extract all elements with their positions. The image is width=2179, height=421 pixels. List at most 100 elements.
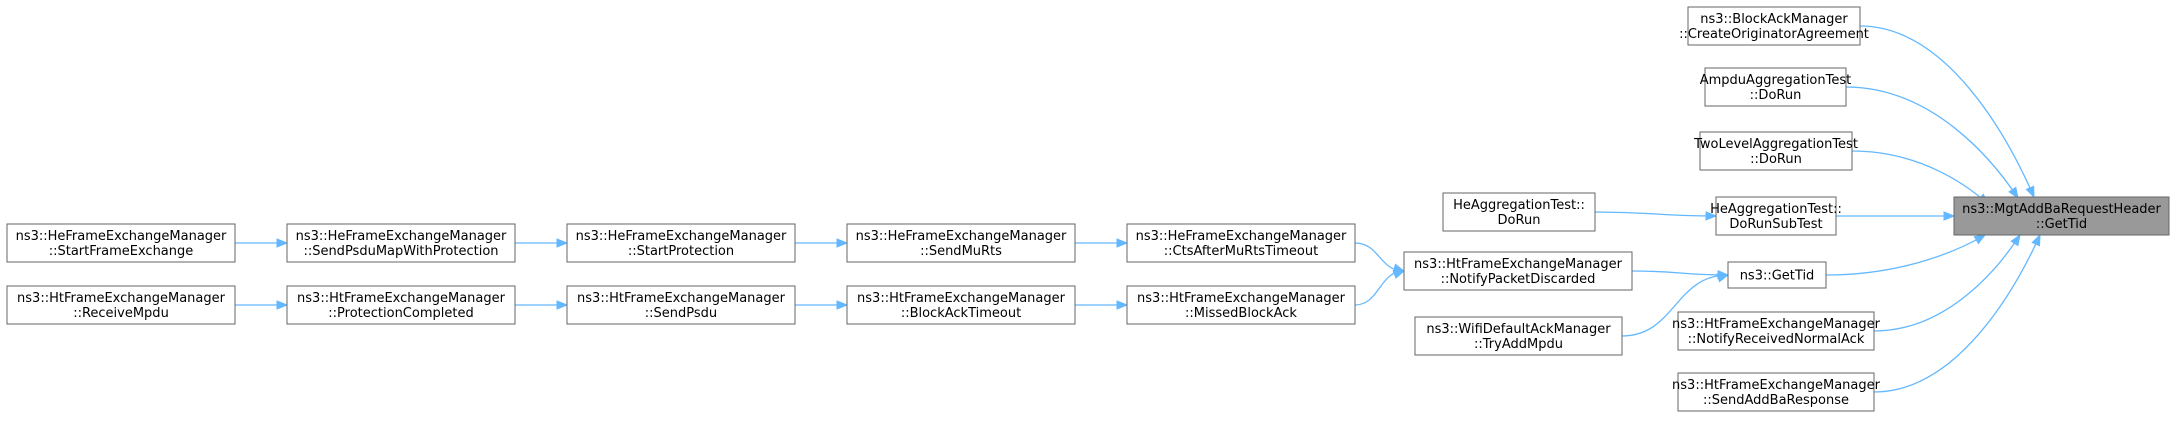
node-label-line: ::NotifyReceivedNormalAck bbox=[1688, 332, 1865, 347]
node-label-line: ::ReceiveMpdu bbox=[73, 306, 169, 321]
node-label-line: ns3::HeFrameExchangeManager bbox=[16, 229, 227, 244]
edges-layer bbox=[235, 25, 2041, 393]
node-label-line: ns3::HeFrameExchangeManager bbox=[296, 229, 507, 244]
node-he-do-run-sub-test[interactable]: HeAggregationTest::DoRunSubTest bbox=[1710, 196, 1842, 236]
node-label-line: ns3::HtFrameExchangeManager bbox=[857, 291, 1066, 306]
edge-arrowhead bbox=[556, 300, 569, 310]
edge-line bbox=[1873, 234, 2041, 393]
edge-notify-packet-discarded-to-get-tid bbox=[1631, 270, 1730, 280]
node-box bbox=[1677, 311, 1875, 351]
node-start-frame-exchange[interactable]: ns3::HeFrameExchangeManager::StartFrameE… bbox=[6, 223, 236, 263]
node-protection-completed[interactable]: ns3::HtFrameExchangeManager::ProtectionC… bbox=[286, 285, 516, 325]
node-cts-after-mu-rts-timeout[interactable]: ns3::HeFrameExchangeManager::CtsAfterMuR… bbox=[1126, 223, 1356, 263]
node-label-line: DoRunSubTest bbox=[1729, 217, 1822, 232]
edge-send-psdu-map-with-protection-to-start-protection bbox=[515, 238, 569, 248]
node-label-line: ns3::HtFrameExchangeManager bbox=[1414, 257, 1623, 272]
edge-send-add-ba-response-to-get-tid-header bbox=[1873, 233, 2041, 393]
edge-arrowhead bbox=[1116, 238, 1129, 248]
node-box bbox=[1687, 6, 1861, 46]
node-label-line: ::GetTid bbox=[2036, 217, 2087, 232]
node-label-line: ::SendPsdu bbox=[645, 306, 717, 321]
edge-arrowhead bbox=[1392, 269, 1406, 279]
node-label-line: AmpduAggregationTest bbox=[1700, 73, 1851, 88]
node-box bbox=[1704, 67, 1847, 107]
node-send-psdu-map-with-protection[interactable]: ns3::HeFrameExchangeManager::SendPsduMap… bbox=[286, 223, 516, 263]
node-box bbox=[286, 223, 516, 263]
node-he-do-run[interactable]: HeAggregationTest::DoRun bbox=[1442, 192, 1596, 232]
node-block-ack-timeout[interactable]: ns3::HtFrameExchangeManager::BlockAckTim… bbox=[846, 285, 1076, 325]
node-send-mu-rts[interactable]: ns3::HeFrameExchangeManager::SendMuRts bbox=[846, 223, 1076, 263]
node-box bbox=[1727, 261, 1827, 289]
node-label-line: ns3::HtFrameExchangeManager bbox=[1672, 317, 1881, 332]
node-box bbox=[846, 223, 1076, 263]
edge-get-tid-to-get-tid-header bbox=[1825, 234, 1987, 276]
node-label-line: DoRun bbox=[1498, 213, 1541, 228]
node-box bbox=[1126, 223, 1356, 263]
edge-arrowhead bbox=[1943, 211, 1956, 221]
edge-create-originator-agreement-to-get-tid-header bbox=[1859, 25, 2035, 199]
node-start-protection[interactable]: ns3::HeFrameExchangeManager::StartProtec… bbox=[566, 223, 796, 263]
node-label-line: ::DoRun bbox=[1750, 152, 1802, 167]
node-label-line: ns3::HeFrameExchangeManager bbox=[576, 229, 787, 244]
node-label-line: ns3::BlockAckManager bbox=[1700, 12, 1848, 27]
edge-line bbox=[1859, 25, 2035, 198]
node-get-tid-header[interactable]: ns3::MgtAddBaRequestHeader::GetTid bbox=[1953, 196, 2170, 236]
edge-arrowhead bbox=[276, 238, 289, 248]
edge-arrowhead bbox=[2025, 185, 2035, 199]
node-label-line: ns3::MgtAddBaRequestHeader bbox=[1962, 202, 2161, 217]
node-label-line: HeAggregationTest:: bbox=[1710, 202, 1842, 217]
node-label-line: ns3::HtFrameExchangeManager bbox=[1137, 291, 1346, 306]
edge-cts-after-mu-rts-timeout-to-notify-packet-discarded bbox=[1354, 242, 1406, 273]
node-notify-received-normal-ack[interactable]: ns3::HtFrameExchangeManager::NotifyRecei… bbox=[1672, 311, 1881, 351]
edge-arrowhead bbox=[1705, 211, 1718, 221]
edge-arrowhead bbox=[1973, 234, 1987, 245]
node-box bbox=[566, 223, 796, 263]
edge-block-ack-timeout-to-missed-block-ack bbox=[1075, 300, 1129, 310]
node-notify-packet-discarded[interactable]: ns3::HtFrameExchangeManager::NotifyPacke… bbox=[1403, 251, 1633, 291]
edge-receive-mpdu-to-protection-completed bbox=[235, 300, 289, 310]
node-box bbox=[1126, 285, 1356, 325]
node-label-line: ::TryAddMpdu bbox=[1474, 337, 1563, 352]
node-label-line: ns3::GetTid bbox=[1740, 269, 1815, 284]
node-create-originator-agreement[interactable]: ns3::BlockAckManager::CreateOriginatorAg… bbox=[1679, 6, 1869, 46]
node-missed-block-ack[interactable]: ns3::HtFrameExchangeManager::MissedBlock… bbox=[1126, 285, 1356, 325]
node-label-line: ::ProtectionCompleted bbox=[328, 306, 473, 321]
edge-arrowhead bbox=[556, 238, 569, 248]
node-send-add-ba-response[interactable]: ns3::HtFrameExchangeManager::SendAddBaRe… bbox=[1672, 372, 1881, 412]
node-box bbox=[846, 285, 1076, 325]
edge-line bbox=[1825, 234, 1986, 276]
node-ampdu-do-run[interactable]: AmpduAggregationTest::DoRun bbox=[1700, 67, 1851, 107]
edge-arrowhead bbox=[836, 238, 849, 248]
node-label-line: ::CtsAfterMuRtsTimeout bbox=[1164, 244, 1318, 259]
edge-arrowhead bbox=[2031, 233, 2041, 247]
node-get-tid[interactable]: ns3::GetTid bbox=[1727, 261, 1827, 289]
node-two-level-do-run[interactable]: TwoLevelAggregationTest::DoRun bbox=[1693, 131, 1858, 171]
edge-arrowhead bbox=[276, 300, 289, 310]
node-send-psdu[interactable]: ns3::HtFrameExchangeManager::SendPsdu bbox=[566, 285, 796, 325]
edge-protection-completed-to-send-psdu bbox=[515, 300, 569, 310]
edge-line bbox=[1851, 150, 1989, 205]
edge-line bbox=[1621, 274, 1729, 337]
node-label-line: ns3::HeFrameExchangeManager bbox=[1136, 229, 1347, 244]
node-try-add-mpdu[interactable]: ns3::WifiDefaultAckManager::TryAddMpdu bbox=[1414, 316, 1623, 356]
edge-arrowhead bbox=[1116, 300, 1129, 310]
edge-line bbox=[1845, 86, 2019, 199]
node-box bbox=[1699, 131, 1853, 171]
edge-arrowhead bbox=[2008, 186, 2019, 200]
node-label-line: ns3::WifiDefaultAckManager bbox=[1426, 322, 1611, 337]
node-box bbox=[1715, 196, 1837, 236]
node-box bbox=[1677, 372, 1875, 412]
node-label-line: ::SendAddBaResponse bbox=[1703, 393, 1849, 408]
node-label-line: ::StartFrameExchange bbox=[49, 244, 194, 259]
edge-he-do-run-sub-test-to-get-tid-header bbox=[1836, 211, 1956, 221]
nodes-layer: ns3::MgtAddBaRequestHeader::GetTid ns3::B… bbox=[6, 6, 2170, 412]
node-label-line: ::SendPsduMapWithProtection bbox=[303, 244, 498, 259]
node-label-line: TwoLevelAggregationTest bbox=[1693, 137, 1858, 152]
edge-arrowhead bbox=[2010, 233, 2021, 247]
edge-try-add-mpdu-to-get-tid bbox=[1621, 273, 1730, 337]
edge-line bbox=[1631, 270, 1729, 276]
node-label-line: ::StartProtection bbox=[628, 244, 734, 259]
node-receive-mpdu[interactable]: ns3::HtFrameExchangeManager::ReceiveMpdu bbox=[6, 285, 236, 325]
edge-line bbox=[1594, 211, 1717, 217]
